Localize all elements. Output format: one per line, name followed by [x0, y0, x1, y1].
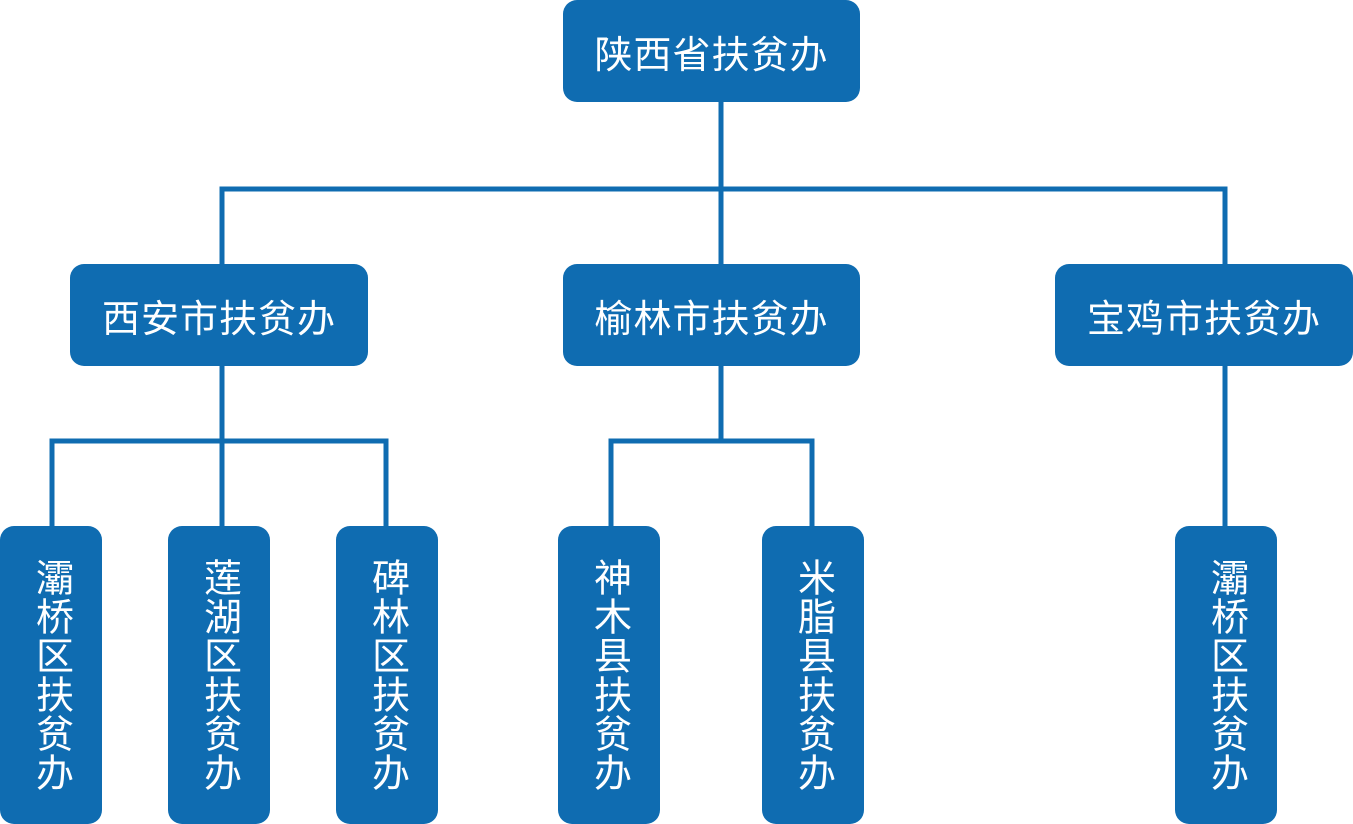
node-label: 灞桥区扶贫办: [29, 558, 74, 792]
node-label: 灞桥区扶贫办: [1204, 558, 1249, 792]
node-label: 碑林区扶贫办: [365, 558, 410, 792]
node-baoji-poverty-office: 宝鸡市扶贫办: [1055, 264, 1353, 366]
node-xian-poverty-office: 西安市扶贫办: [70, 264, 368, 366]
node-label: 西安市扶贫办: [101, 296, 336, 341]
node-lianhu-poverty-office: 莲湖区扶贫办: [168, 526, 270, 824]
node-label: 宝鸡市扶贫办: [1086, 296, 1321, 341]
node-label: 神木县扶贫办: [587, 558, 632, 792]
node-shenmu-poverty-office: 神木县扶贫办: [558, 526, 660, 824]
node-shaanxi-poverty-office: 陕西省扶贫办: [563, 0, 860, 102]
node-yulin-poverty-office: 榆林市扶贫办: [563, 264, 860, 366]
node-baqiao-poverty-office-baoji: 灞桥区扶贫办: [1175, 526, 1277, 824]
node-beilin-poverty-office: 碑林区扶贫办: [336, 526, 438, 824]
node-mizhi-poverty-office: 米脂县扶贫办: [762, 526, 864, 824]
node-baqiao-poverty-office: 灞桥区扶贫办: [0, 526, 102, 824]
node-label: 莲湖区扶贫办: [197, 558, 242, 792]
node-label: 榆林市扶贫办: [594, 296, 829, 341]
node-label: 米脂县扶贫办: [791, 558, 836, 792]
node-label: 陕西省扶贫办: [594, 32, 829, 77]
